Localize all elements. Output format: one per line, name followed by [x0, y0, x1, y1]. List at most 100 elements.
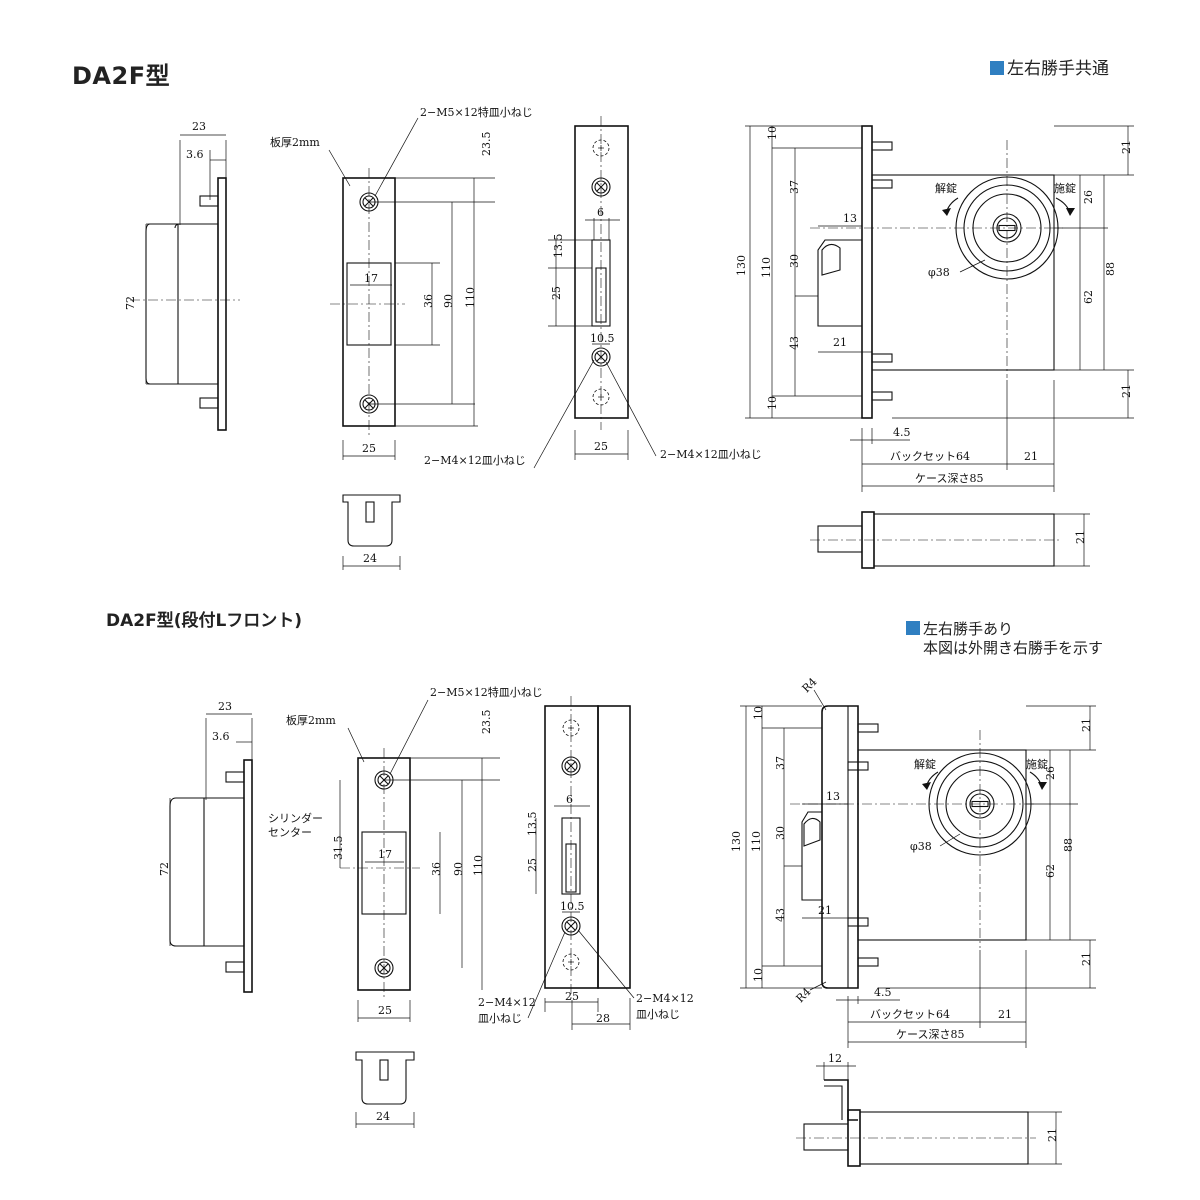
dim-25-c: 25	[565, 990, 579, 1003]
dim-17: 17	[364, 272, 378, 285]
dim-10-5: 10.5	[590, 332, 615, 345]
dim-13: 13	[826, 790, 840, 803]
label-screw-m4b-1: 2−M4×12	[636, 992, 694, 1005]
dim-36: 36	[430, 862, 443, 876]
dim-25: 25	[378, 1004, 392, 1017]
dim-13-5: 13.5	[552, 234, 565, 259]
label-screw-m5: 2−M5×12特皿小ねじ	[430, 685, 543, 699]
dim-13: 13	[843, 212, 857, 225]
dim-25: 25	[362, 442, 376, 455]
dim-88: 88	[1062, 838, 1075, 852]
dim-25-b: 25	[526, 858, 539, 872]
dim-21-r1: 21	[1080, 718, 1093, 732]
dim-10-b: 10	[752, 968, 765, 982]
label-phi38: φ38	[910, 840, 932, 853]
dim-30: 30	[774, 826, 787, 840]
dim-10: 10	[752, 706, 765, 720]
dim-110-b: 110	[760, 257, 773, 278]
dim-21-body: 21	[1074, 530, 1087, 544]
dim-4-5: 4.5	[874, 986, 892, 999]
dim-36: 36	[422, 294, 435, 308]
dim-26: 26	[1044, 766, 1057, 780]
dim-88: 88	[1104, 262, 1117, 276]
lock-bottom-view-bottom: 12 21	[796, 1052, 1062, 1167]
label-case-depth: ケース深さ85	[896, 1028, 964, 1041]
blue-square-icon	[990, 61, 1004, 75]
dim-23: 23	[192, 120, 206, 133]
label-cyl-center-2: センター	[268, 826, 312, 839]
screw-icon	[591, 177, 611, 197]
blue-square-icon	[906, 621, 920, 635]
label-screw-m5: 2−M5×12特皿小ねじ	[420, 105, 533, 119]
dim-23-5: 23.5	[480, 710, 493, 735]
dim-21-r2: 21	[1080, 952, 1093, 966]
dim-23: 23	[218, 700, 232, 713]
dim-10-b: 10	[766, 396, 779, 410]
dim-31-5: 31.5	[332, 836, 345, 861]
label-cyl-center-1: シリンダー	[268, 811, 323, 825]
dim-90: 90	[452, 862, 465, 876]
curved-arrow-icon	[1038, 782, 1047, 790]
dim-3-6: 3.6	[186, 148, 204, 161]
dim-6: 6	[597, 206, 604, 219]
label-screw-m4a-2: 皿小ねじ	[478, 1012, 522, 1025]
label-screw-m4-left: 2−M4×12皿小ねじ	[424, 454, 526, 467]
handing-note-text: 左右勝手共通	[1007, 59, 1109, 79]
curved-arrow-icon	[922, 782, 931, 790]
dim-26: 26	[1082, 190, 1095, 204]
label-phi38: φ38	[928, 266, 950, 279]
strike-plate-top-view: 24	[342, 494, 401, 570]
section-title: DA2F型(段付Lフロント)	[106, 611, 303, 631]
strike-plate-front-top: 板厚2mm 2−M5×12特皿小ねじ 23.5 17 36 90 110 25	[270, 105, 533, 460]
label-case-depth: ケース深さ85	[915, 472, 983, 485]
label-lock: 施錠	[1026, 757, 1048, 771]
dim-21-bottom: 21	[1024, 450, 1038, 463]
dim-4-5: 4.5	[893, 426, 911, 439]
dim-28: 28	[596, 1012, 610, 1025]
dim-37: 37	[774, 756, 787, 770]
dim-21: 21	[833, 336, 847, 349]
label-plate-thickness: 板厚2mm	[270, 135, 320, 149]
cylinder-icon	[955, 176, 1059, 280]
lock-body-bottom: 解錠 施錠 φ38 R4 R4 130 10 110 10	[730, 675, 1096, 1048]
label-screw-m4-right: 2−M4×12皿小ねじ	[660, 448, 762, 461]
lock-front-plate-top: 6 13.5 25 10.5 25 2−M4×12皿小ねじ 2−M4×12皿小ね…	[424, 116, 762, 469]
dim-24: 24	[363, 552, 377, 565]
dim-24: 24	[376, 1110, 390, 1123]
dim-21-body: 21	[1046, 1128, 1059, 1142]
dim-3-6: 3.6	[212, 730, 230, 743]
dim-21-r2: 21	[1120, 384, 1133, 398]
dim-21-r1: 21	[1120, 140, 1133, 154]
dim-43: 43	[774, 908, 787, 922]
dim-110-b: 110	[750, 831, 763, 852]
dim-110: 110	[464, 287, 477, 308]
handing-note-bottom: 左右勝手あり本図は外開き右勝手を示す	[906, 620, 1103, 658]
screw-icon	[374, 958, 394, 978]
label-unlock: 解錠	[914, 757, 936, 771]
dim-62: 62	[1082, 290, 1095, 304]
label-backset: バックセット64	[890, 450, 970, 463]
dim-25-front: 25	[594, 440, 608, 453]
dim-21: 21	[818, 904, 832, 917]
lock-bottom-view-top: 21	[810, 511, 1090, 569]
dim-72: 72	[158, 862, 171, 876]
dim-130: 130	[735, 255, 748, 276]
dim-37: 37	[788, 180, 801, 194]
dim-12: 12	[828, 1052, 842, 1065]
handing-note: 左右勝手共通	[990, 60, 1109, 79]
side-view-bottom: 23 3.6 72 シリンダー センター	[158, 700, 323, 993]
dim-62: 62	[1044, 864, 1057, 878]
strike-plate-top-view-bottom: 24	[355, 1051, 415, 1128]
dim-110: 110	[472, 855, 485, 876]
dim-23-5: 23.5	[480, 132, 493, 157]
dim-30: 30	[788, 254, 801, 268]
dim-43: 43	[788, 336, 801, 350]
label-plate-thickness: 板厚2mm	[286, 713, 336, 727]
label-r4-top: R4	[800, 675, 820, 695]
label-screw-m4b-2: 皿小ねじ	[636, 1008, 680, 1021]
label-backset: バックセット64	[870, 1008, 950, 1021]
dim-10: 10	[766, 126, 779, 140]
page-title: DA2F型	[72, 62, 171, 90]
